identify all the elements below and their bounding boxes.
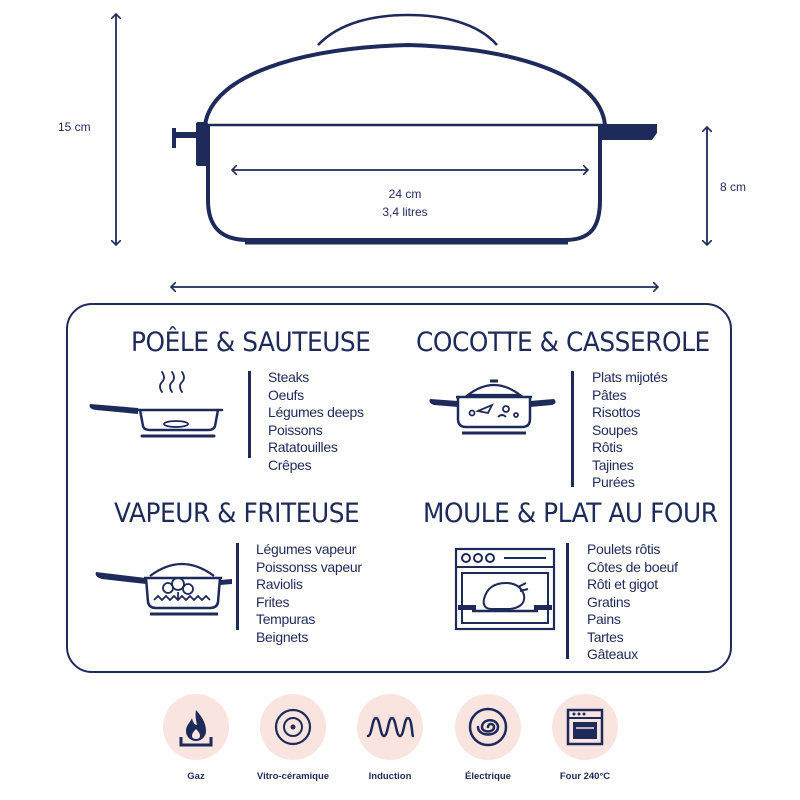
list-item: Gratins <box>587 593 631 610</box>
list-item: Risottos <box>592 404 641 420</box>
list-item: Légumes vapeur <box>256 541 357 557</box>
list-item: Tempuras <box>256 611 316 627</box>
heat-source-induction <box>357 694 423 760</box>
list-item: Poissonss vapeur <box>256 558 362 575</box>
diameter-label: 24 cm <box>388 187 422 201</box>
list-item: Raviolis <box>256 576 303 592</box>
heat-source-electrique <box>455 694 521 760</box>
oven-icon <box>566 708 604 746</box>
pot-lid <box>203 13 607 127</box>
list-item: Crêpes <box>268 456 312 473</box>
gas-flame-icon <box>179 710 213 747</box>
section-divider-moule <box>566 543 569 659</box>
list-item: Oeufs <box>268 386 304 403</box>
induction-coil-icon <box>366 716 414 738</box>
list-item: Tartes <box>587 628 624 645</box>
steamer-pan-icon <box>95 563 232 616</box>
list-poele: Steaks Oeufs Légumes deeps Poissons Rata… <box>268 369 364 474</box>
list-item: Beignets <box>256 628 309 645</box>
pot-left-handle <box>172 122 208 166</box>
heat-label-gaz: Gaz <box>187 771 205 782</box>
height-total-label: 15 cm <box>58 120 91 134</box>
list-moule: Poulets rôtis Côtes de boeuf Rôti et gig… <box>587 541 678 664</box>
list-item: Rôti et gigot <box>587 576 658 592</box>
list-item: Purées <box>592 474 635 490</box>
list-item: Tajines <box>592 456 634 473</box>
list-item: Ratatouilles <box>268 439 338 455</box>
section-divider-cocotte <box>571 371 574 487</box>
pot-diagram <box>0 0 800 300</box>
list-item: Rôtis <box>592 439 623 455</box>
capacity-label: 3,4 litres <box>382 205 428 219</box>
heat-label-induction: Induction <box>368 771 412 782</box>
section-title-moule: MOULE & PLAT AU FOUR <box>423 498 718 529</box>
electric-spiral-icon <box>468 707 508 747</box>
heat-source-four <box>552 694 618 760</box>
ceramic-hob-icon <box>274 708 312 746</box>
section-title-vapeur: VAPEUR & FRITEUSE <box>114 498 360 529</box>
casserole-icon <box>429 379 556 435</box>
body-height-label: 8 cm <box>720 180 747 194</box>
list-item: Pains <box>587 611 621 627</box>
list-item: Steaks <box>268 369 309 385</box>
section-title-cocotte: COCOTTE & CASSEROLE <box>416 327 710 358</box>
list-item: Frites <box>256 593 290 610</box>
list-item: Gâteaux <box>587 646 638 662</box>
heat-label-four: Four 240°C <box>559 771 611 782</box>
list-item: Poulets rôtis <box>587 541 661 557</box>
oven-roast-icon <box>454 547 556 631</box>
list-item: Poissons <box>268 421 323 438</box>
list-item: Légumes deeps <box>268 404 364 420</box>
heat-label-electrique: Électrique <box>465 771 511 782</box>
section-divider-poele <box>248 371 251 458</box>
heat-source-gaz <box>163 694 229 760</box>
frying-pan-icon <box>89 371 224 438</box>
section-title-poele: POÊLE & SAUTEUSE <box>131 327 371 358</box>
section-divider-vapeur <box>236 543 239 630</box>
uses-card <box>66 303 732 673</box>
list-vapeur: Légumes vapeur Poissonss vapeur Raviolis… <box>256 541 362 646</box>
list-item: Côtes de boeuf <box>587 558 678 575</box>
list-item: Pâtes <box>592 386 627 403</box>
heat-label-vitro: Vitro-céramique <box>256 771 330 782</box>
list-cocotte: Plats mijotés Pâtes Risottos Soupes Rôti… <box>592 369 668 492</box>
pot-right-handle <box>600 124 657 140</box>
list-item: Soupes <box>592 421 638 438</box>
list-item: Plats mijotés <box>592 369 668 385</box>
pot-body <box>206 125 602 245</box>
heat-source-vitro <box>260 694 326 760</box>
